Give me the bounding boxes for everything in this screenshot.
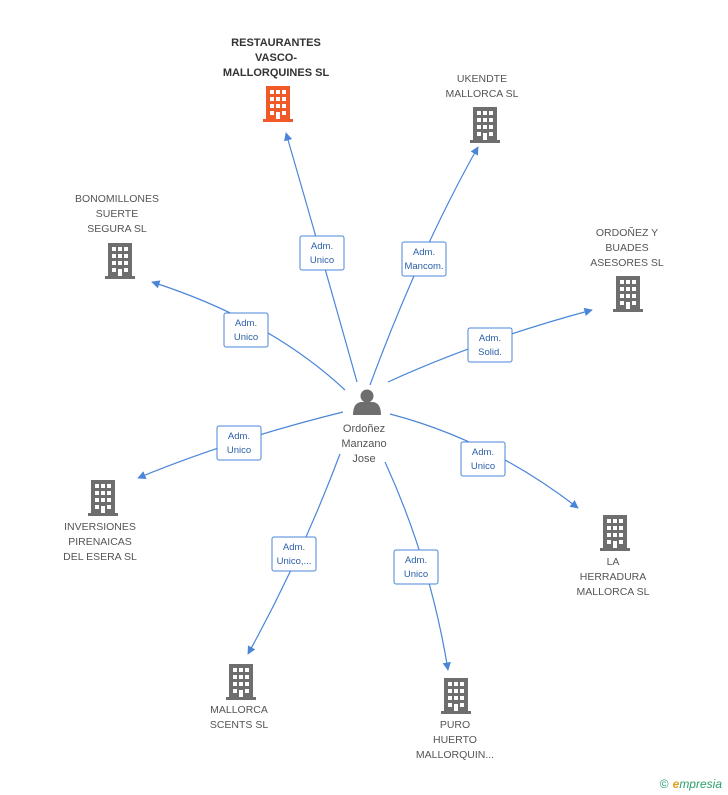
role-text: Unico	[227, 445, 251, 456]
company-label-line: UKENDTE	[457, 73, 507, 85]
company-label-line: PURO	[440, 719, 470, 731]
building-icon[interactable]	[441, 678, 471, 714]
footer-brand[interactable]: ©empresia	[660, 777, 722, 791]
company-label-line: MALLORQUIN...	[416, 749, 494, 761]
company-label-line: ASESORES SL	[590, 257, 664, 269]
company-label-line: SUERTE	[96, 208, 138, 220]
company-label-inversiones[interactable]: INVERSIONES PIRENAICAS DEL ESERA SL	[63, 521, 137, 563]
role-text: Adm.	[228, 431, 250, 442]
role-text: Adm.	[472, 447, 494, 458]
role-text: Adm.	[413, 247, 435, 258]
role-text: Solid.	[478, 347, 502, 358]
person-name-line: Jose	[352, 453, 375, 465]
company-label-line: MALLORCA	[210, 704, 268, 716]
company-label-ukendte[interactable]: UKENDTE MALLORCA SL	[446, 73, 519, 100]
role-text: Unico	[404, 569, 428, 580]
role-text: Unico,...	[277, 556, 312, 567]
role-badge-herradura[interactable]: Adm. Unico	[460, 441, 506, 477]
company-label-ordonez-buades[interactable]: ORDOÑEZ Y BUADES ASESORES SL	[590, 226, 664, 269]
building-icon[interactable]	[105, 243, 135, 279]
copyright-icon: ©	[659, 777, 669, 791]
building-icon[interactable]	[470, 107, 500, 143]
company-label-puro-huerto[interactable]: PURO HUERTO MALLORQUIN...	[416, 719, 494, 761]
company-label-line: MALLORCA SL	[446, 88, 519, 100]
building-icon[interactable]	[88, 480, 118, 516]
person-icon[interactable]	[353, 389, 381, 416]
company-label-line: PIRENAICAS	[68, 536, 132, 548]
role-badge-scents[interactable]: Adm. Unico,...	[271, 536, 317, 572]
role-badge-inversiones[interactable]: Adm. Unico	[216, 425, 262, 461]
brand-logo: empresia	[672, 777, 722, 791]
company-label-line: MALLORCA SL	[577, 586, 650, 598]
person-name-line: Ordoñez	[343, 423, 385, 435]
role-text: Adm.	[311, 241, 333, 252]
company-label-line: MALLORQUINES SL	[223, 67, 330, 79]
company-label-line: VASCO-	[255, 52, 297, 64]
role-badge-ordonez-buades[interactable]: Adm. Solid.	[467, 327, 513, 363]
company-label-line: DEL ESERA SL	[63, 551, 137, 563]
nodes-layer: RESTAURANTES VASCO- MALLORQUINES SL UKENDTE…	[63, 37, 664, 761]
company-label-line: HUERTO	[433, 734, 477, 746]
company-label-line: BUADES	[605, 242, 648, 254]
company-label-herradura[interactable]: LA HERRADURA MALLORCA SL	[577, 556, 650, 598]
company-label-line: ORDOÑEZ Y	[596, 226, 658, 239]
building-icon[interactable]	[263, 86, 293, 122]
company-label-line: SCENTS SL	[210, 719, 269, 731]
company-label-line: LA	[607, 556, 620, 568]
role-text: Adm.	[479, 333, 501, 344]
role-badge-ukendte[interactable]: Adm. Mancom.	[401, 241, 447, 277]
role-text: Unico	[310, 255, 334, 266]
role-badge-restaurantes[interactable]: Adm. Unico	[299, 235, 345, 271]
building-icon[interactable]	[600, 515, 630, 551]
role-text: Unico	[471, 461, 495, 472]
role-badge-bonomillones[interactable]: Adm. Unico	[223, 312, 269, 348]
role-badge-puro-huerto[interactable]: Adm. Unico	[393, 549, 439, 585]
person-name-line: Manzano	[341, 438, 386, 450]
role-text: Unico	[234, 332, 258, 343]
building-icon[interactable]	[613, 276, 643, 312]
building-icon[interactable]	[226, 664, 256, 700]
company-label-line: SEGURA SL	[87, 223, 147, 235]
role-text: Mancom.	[404, 261, 443, 272]
role-text: Adm.	[283, 542, 305, 553]
company-label-line: INVERSIONES	[64, 521, 136, 533]
company-label-line: RESTAURANTES	[231, 37, 321, 49]
company-label-line: HERRADURA	[580, 571, 647, 583]
company-label-restaurantes[interactable]: RESTAURANTES VASCO- MALLORQUINES SL	[223, 37, 330, 79]
role-text: Adm.	[405, 555, 427, 566]
company-label-bonomillones[interactable]: BONOMILLONES SUERTE SEGURA SL	[75, 193, 159, 235]
role-text: Adm.	[235, 318, 257, 329]
company-label-scents[interactable]: MALLORCA SCENTS SL	[210, 704, 269, 731]
company-label-line: BONOMILLONES	[75, 193, 159, 205]
